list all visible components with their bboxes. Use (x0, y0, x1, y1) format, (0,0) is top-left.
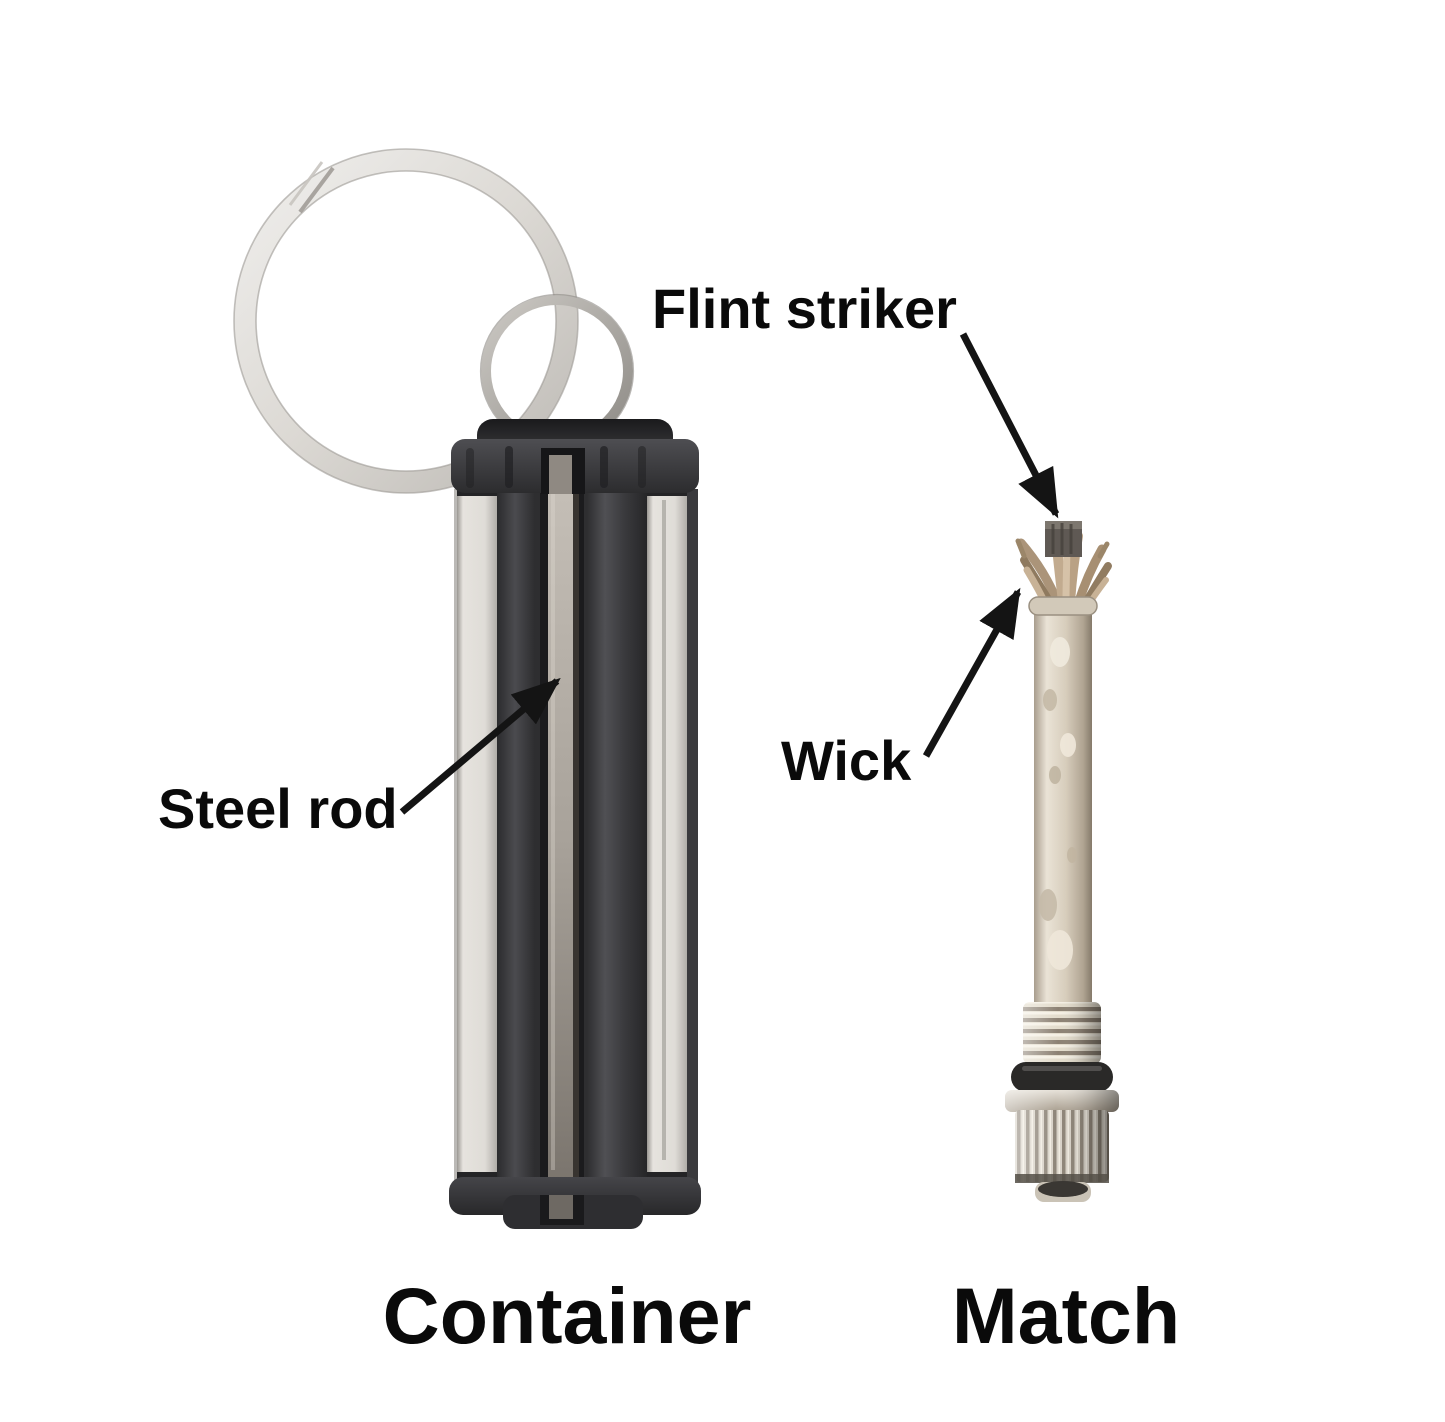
steel-rod-arrow-icon (399, 677, 561, 815)
flint-tip-graphic (1045, 521, 1082, 557)
match-caption: Match (951, 1271, 1181, 1360)
steel-rod-label: Steel rod (158, 777, 398, 840)
o-ring-graphic (1011, 1062, 1113, 1092)
match-graphic (1005, 521, 1119, 1202)
container-caption: Container (382, 1271, 752, 1360)
flint-striker-label: Flint striker (652, 277, 957, 340)
container-graphic (449, 419, 701, 1229)
wick-arrow-icon (922, 587, 1022, 758)
wick-label: Wick (781, 729, 912, 792)
steel-rod-channel (540, 455, 584, 1223)
keyring-large-icon (233, 148, 579, 494)
flint-striker-arrow-icon (959, 332, 1060, 519)
